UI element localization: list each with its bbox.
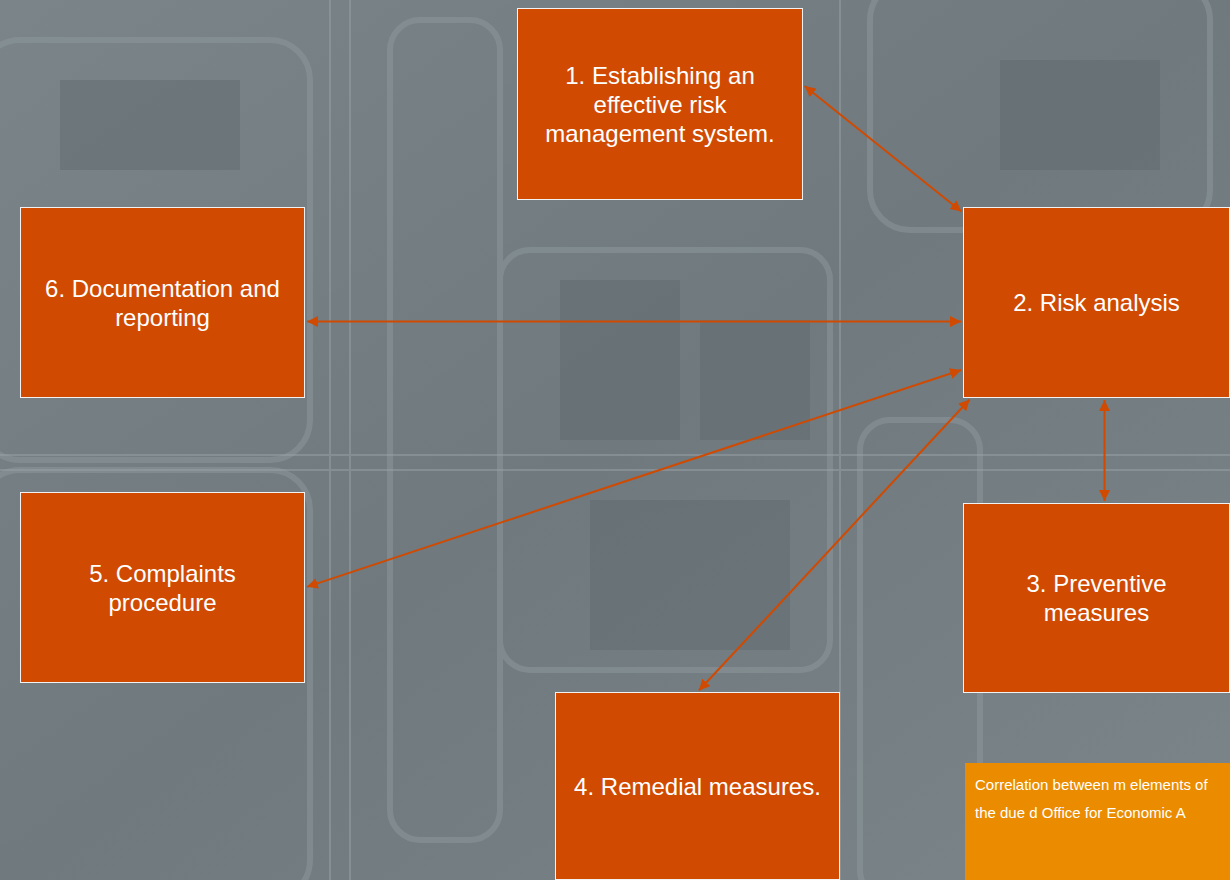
caption-box: Correlation between m elements of the du…	[965, 763, 1230, 880]
connector-arrow	[805, 86, 962, 211]
process-box: 6. Documentation and reporting	[20, 207, 305, 398]
process-box: 5. Complaints procedure	[20, 492, 305, 683]
process-box: 4. Remedial measures.	[555, 692, 840, 880]
box-label: 5. Complaints procedure	[37, 559, 288, 617]
connector-arrow	[1104, 400, 1106, 501]
box-label: 3. Preventive measures	[980, 569, 1213, 627]
process-box: 1. Establishing an effective risk manage…	[517, 8, 803, 200]
process-box: 2. Risk analysis	[963, 207, 1230, 398]
box-label: 6. Documentation and reporting	[37, 274, 288, 332]
process-box: 3. Preventive measures	[963, 503, 1230, 693]
box-label: 2. Risk analysis	[1013, 288, 1180, 317]
box-label: 4. Remedial measures.	[574, 772, 821, 801]
connector-arrow	[699, 399, 970, 690]
box-label: 1. Establishing an effective risk manage…	[534, 61, 786, 148]
connector-arrow	[307, 370, 961, 587]
connector-arrow	[307, 321, 961, 323]
caption-text: Correlation between m elements of the du…	[975, 771, 1222, 827]
